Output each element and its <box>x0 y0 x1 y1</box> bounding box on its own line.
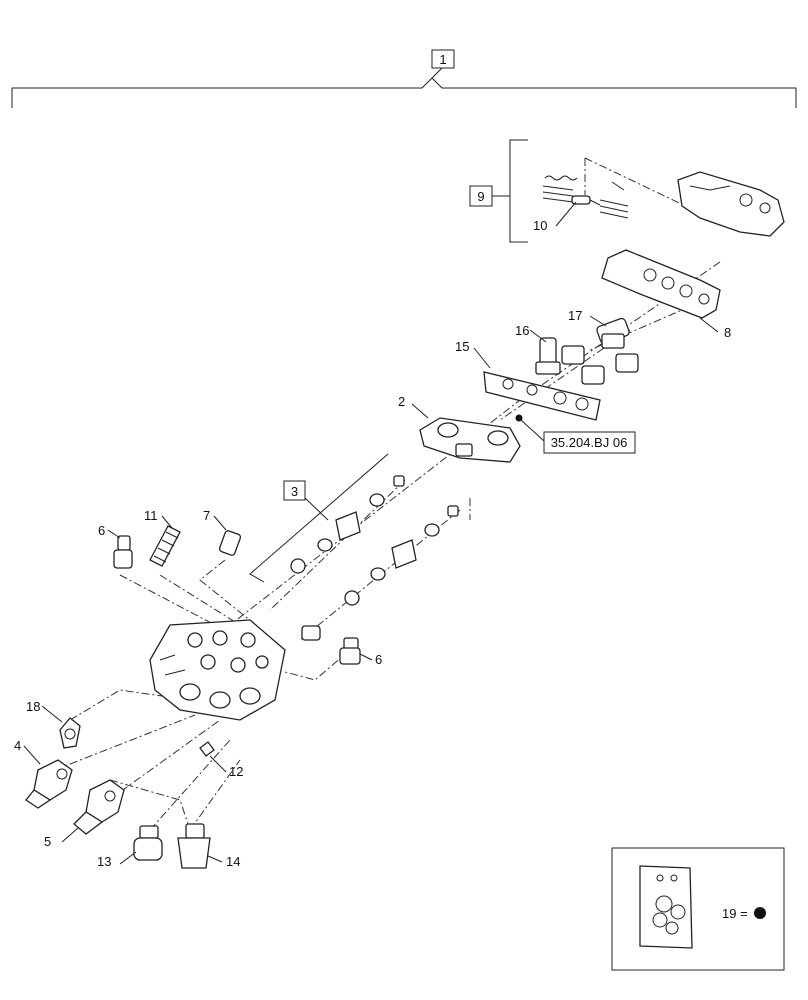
part-3-group: 3 <box>249 453 389 583</box>
cover-part <box>677 171 785 237</box>
callout-9: 9 <box>477 189 484 204</box>
callout-8: 8 <box>724 325 731 340</box>
kit-inset: 19 = <box>611 847 785 971</box>
part-18-plug <box>59 717 81 749</box>
callout-6-left: 6 <box>98 523 105 538</box>
part-12-plug <box>199 741 215 757</box>
kit-dot-icon <box>754 907 766 919</box>
reference-dot <box>515 414 523 422</box>
spools-row-2 <box>344 505 459 606</box>
kit-label-19: 19 = <box>722 906 748 921</box>
callout-10: 10 <box>533 218 547 233</box>
part-7-fitting <box>218 530 242 556</box>
callout-11: 11 <box>144 508 158 523</box>
callout-4: 4 <box>14 738 21 753</box>
assembly-bracket: 1 <box>11 49 797 108</box>
part-17-fitting <box>596 317 630 349</box>
callout-1: 1 <box>439 52 446 67</box>
part-6-fitting-left <box>113 535 133 569</box>
callout-15: 15 <box>455 339 469 354</box>
quick-couplers <box>561 345 639 385</box>
callout-12: 12 <box>229 764 243 779</box>
reference-box <box>543 431 636 454</box>
callout-3: 3 <box>291 484 298 499</box>
part-8-manifold <box>601 249 721 319</box>
callout-2: 2 <box>398 394 405 409</box>
seal-kit-bag <box>639 865 693 949</box>
callout-18: 18 <box>26 699 40 714</box>
part-6-fitting-right <box>339 637 361 665</box>
spring-pair <box>542 175 629 219</box>
main-valve-block <box>149 619 286 721</box>
part-13-sensor <box>133 825 163 861</box>
part-16-fitting <box>535 337 561 375</box>
small-coupler <box>301 625 321 641</box>
callout-box-3 <box>283 480 306 501</box>
callout-16: 16 <box>515 323 529 338</box>
callout-box-1 <box>431 49 455 69</box>
part-5-solenoid <box>73 779 125 835</box>
callout-5: 5 <box>44 834 51 849</box>
part-11-filter <box>149 525 181 567</box>
part-2-housing <box>419 417 521 463</box>
part-4-solenoid <box>25 759 73 809</box>
callout-7: 7 <box>203 508 210 523</box>
callout-6-right: 6 <box>375 652 382 667</box>
part-14-sensor <box>177 823 211 869</box>
part-9-group: 9 <box>469 139 528 243</box>
callout-13: 13 <box>97 854 111 869</box>
callout-17: 17 <box>568 308 582 323</box>
callout-14: 14 <box>226 854 240 869</box>
spools-row-1 <box>290 475 405 574</box>
callout-box-9 <box>469 185 493 207</box>
reference-label: 35.204.BJ 06 <box>551 435 628 450</box>
part-15-plate <box>483 371 601 421</box>
